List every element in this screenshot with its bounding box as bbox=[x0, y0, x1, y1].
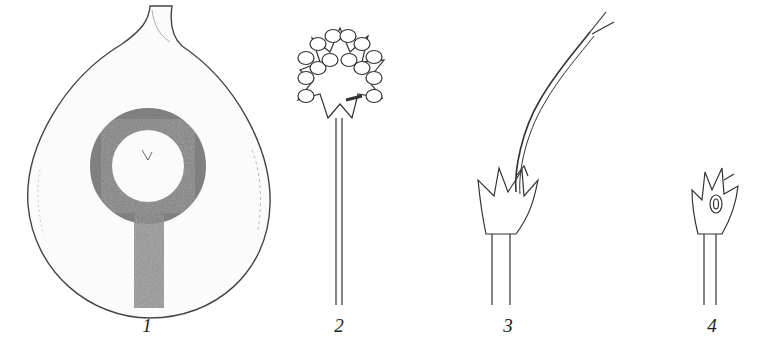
fruit-section bbox=[28, 6, 270, 318]
figure-number: 1 bbox=[142, 316, 152, 335]
young-flower bbox=[692, 168, 738, 305]
figure-number: 3 bbox=[503, 316, 513, 335]
stamen-cluster bbox=[298, 28, 384, 305]
pistillate-flower bbox=[478, 12, 614, 305]
figure-number: 2 bbox=[334, 316, 344, 335]
figure-number: 4 bbox=[707, 316, 717, 335]
